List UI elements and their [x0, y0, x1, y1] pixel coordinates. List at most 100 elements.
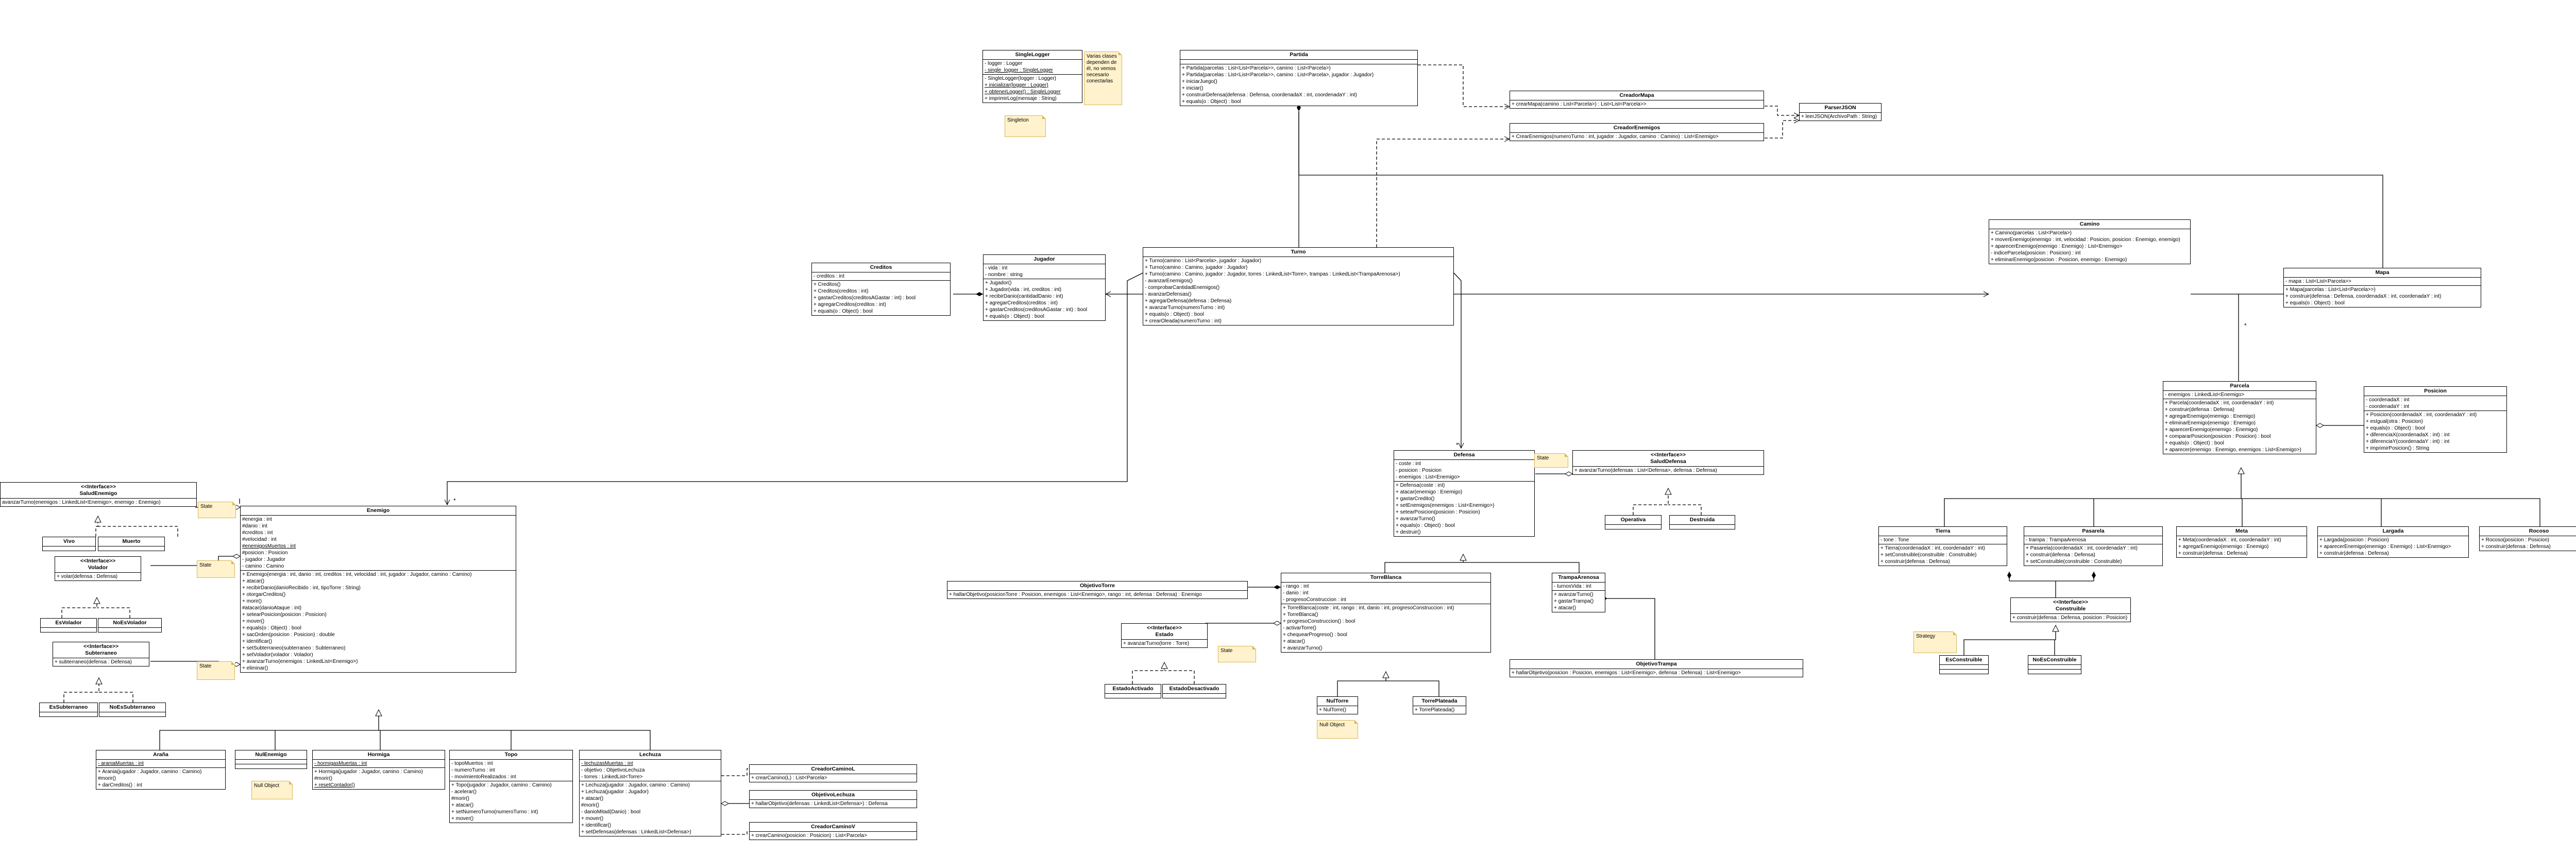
- method: + hallarObjetivo(defensas : LinkedList<D…: [751, 801, 888, 807]
- stereotype: <<Interface>>: [2053, 599, 2089, 605]
- class-destruida: Destruida: [1669, 515, 1735, 529]
- name: Estado: [1155, 631, 1174, 638]
- class-defensa: Defensa - coste : int - posicion : Posic…: [1394, 450, 1535, 537]
- class-name: EsSubterraneo: [40, 703, 97, 712]
- class-creadorcaminol: CreadorCaminoL + crearCamino(L) : List<P…: [749, 764, 917, 782]
- class-enemigo: Enemigo #energia : int #danio : int #cre…: [240, 506, 516, 673]
- method: + Meta(coordenadaX : int, coordenadaY : …: [2178, 537, 2281, 543]
- attributes: - coordenadaX : int - coordenadaY : int: [2364, 396, 2506, 411]
- method: + agregarEnemigo(enemigo : Enemigo): [2178, 544, 2269, 550]
- method: + inicializar(logger : Logger): [985, 82, 1048, 88]
- methods: [1670, 525, 1735, 529]
- class-name: Enemigo: [241, 506, 516, 516]
- method: + construir(defensa : Defensa, coordenad…: [2285, 294, 2442, 299]
- methods: + Posicion(coordenadaX : int, coordenada…: [2364, 411, 2506, 452]
- class-name: Araña: [96, 750, 225, 760]
- method: + construirDefensa(defensa : Defensa, co…: [1182, 92, 1357, 98]
- method: + subterraneo(defensa : Defensa): [55, 659, 132, 665]
- class-mapa: Mapa - mapa : List<List<Parcela>> + Mapa…: [2283, 268, 2481, 307]
- class-name: TorrePlateada: [1413, 697, 1466, 706]
- class-largada: Largada + Largada(posicion : Posicion) +…: [2317, 526, 2469, 558]
- note-state-saluddefensa: State: [1534, 453, 1568, 468]
- class-name: <<Interface>> SaludDefensa: [1573, 451, 1764, 467]
- class-estado: <<Interface>> Estado + avanzarTurno(torr…: [1121, 623, 1208, 648]
- method: + setDefensas(defensas : LinkedList<Defe…: [581, 829, 691, 835]
- method: + eliminarEnemigo(enemigo : Enemigo): [2165, 420, 2256, 426]
- method: + eliminar(): [242, 665, 268, 671]
- method: - acelerar(): [451, 789, 477, 795]
- method: + gastarTrampa(): [1554, 598, 1594, 604]
- note-singleton: Singleton: [1005, 115, 1046, 137]
- method: + iniciar(): [1182, 86, 1204, 91]
- method: - avanzarDefensas(): [1145, 292, 1192, 297]
- stereotype: <<Interface>>: [80, 484, 116, 490]
- method: + volar(defensa : Defensa): [57, 574, 118, 579]
- class-posicion: Posicion - coordenadaX : int - coordenad…: [2364, 386, 2507, 453]
- method: + setVolador(volador : Volador): [242, 652, 313, 658]
- method: + hallarObjetivo(posicion : Posicion, en…: [1512, 670, 1741, 676]
- method: + Arania(jugador : Jugador, camino : Cam…: [98, 769, 202, 775]
- method: + construir(defensa : Defensa): [1880, 559, 1950, 565]
- class-name: Pasarela: [2024, 527, 2162, 536]
- attribute: #posicion : Posicion: [242, 550, 288, 556]
- method: + avanzarTurno(): [1396, 516, 1435, 522]
- methods: + Lechuza(jugador : Jugador, camino : Ca…: [580, 781, 721, 836]
- class-name: CreadorCaminoL: [750, 765, 917, 774]
- class-name: Turno: [1143, 248, 1453, 257]
- class-objetivotorre: ObjetivoTorre + hallarObjetivo(posicionT…: [947, 581, 1248, 599]
- methods: + Pasarela(coordenadaX : int, coordenada…: [2024, 544, 2162, 566]
- method: + mover(): [242, 619, 265, 624]
- methods: + Meta(coordenadaX : int, coordenadaY : …: [2177, 536, 2307, 557]
- class-noesconstruible: NoEsConstruible: [2028, 655, 2081, 674]
- methods: + Arania(jugador : Jugador, camino : Cam…: [96, 768, 225, 789]
- class-name: Muerto: [98, 537, 164, 546]
- methods: [1605, 525, 1661, 529]
- attribute: - creditos : int: [814, 273, 845, 279]
- attribute: - logger : Logger: [985, 61, 1023, 66]
- class-nultorre: NulTorre + NulTorre(): [1317, 696, 1358, 714]
- class-operativa: Operativa: [1605, 515, 1662, 529]
- class-parserjson: ParserJSON + leerJSON(ArchivoPath : Stri…: [1799, 103, 1882, 121]
- class-name: Partida: [1180, 50, 1417, 60]
- method: + agregarCreditos(creditos : int): [814, 302, 886, 307]
- method: + Posicion(coordenadaX : int, coordenada…: [2366, 412, 2477, 418]
- attribute: - lechuzasMuertas : int: [581, 761, 633, 766]
- class-name: Creditos: [812, 263, 950, 272]
- method: + Partida(parcelas : List<List<Parcela>>…: [1182, 65, 1331, 71]
- class-turno: Turno + Turno(camino : List<Parcela>, ju…: [1143, 247, 1454, 326]
- edge-nultorre-torreblanca: [1337, 672, 1386, 696]
- method: + NulTorre(): [1319, 707, 1347, 713]
- note-state-saludenemigo: State: [198, 502, 236, 518]
- class-name: Largada: [2318, 527, 2468, 536]
- class-name: Defensa: [1394, 451, 1534, 460]
- class-name: CreadorEnemigos: [1510, 124, 1764, 133]
- method: + setSubterraneo(subterraneo : Subterran…: [242, 645, 346, 651]
- method: + esIgual(otra : Posicion): [2366, 419, 2423, 424]
- edge-vivo-saludenemigo: [96, 516, 98, 537]
- class-name: Rocoso: [2480, 527, 2576, 536]
- note-state-subterraneo: State: [197, 661, 235, 680]
- stereotype: <<Interface>>: [80, 558, 116, 564]
- method: + aparecerEnemigo(enemigo : Enemigo) : L…: [2319, 544, 2451, 550]
- attribute: #velocidad : int: [242, 537, 277, 542]
- note-strategy: Strategy: [1913, 631, 1957, 653]
- edge-creadorenemigos-parser: [1765, 121, 1799, 139]
- method: + Pasarela(coordenadaX : int, coordenada…: [2026, 545, 2138, 551]
- method: + equals(o : Object) : bool: [2366, 425, 2425, 431]
- method: + TorreBlanca(coste : int, rango : int, …: [1283, 605, 1454, 611]
- class-parcela: Parcela - enemigos : LinkedList<Enemigo>…: [2163, 381, 2316, 454]
- method: + agregarEnemigo(enemigo : Enemigo): [2165, 414, 2256, 419]
- method: + sacOrden(posicion : Posicion) : double: [242, 632, 335, 638]
- class-name: CreadorCaminoV: [750, 823, 917, 832]
- methods: + avanzarTurno() + gastarTrampa() + atac…: [1552, 591, 1605, 612]
- methods: + Creditos() + Creditos(creditos : int) …: [812, 281, 950, 315]
- class-meta: Meta + Meta(coordenadaX : int, coordenad…: [2176, 526, 2307, 558]
- attribute: - araniaMuertas : int: [98, 761, 144, 766]
- methods: [40, 712, 97, 716]
- method: + morir(): [242, 598, 262, 604]
- stereotype: <<Interface>>: [1146, 625, 1182, 631]
- methods: + crearMapa(camino : List<Parcela>) : Li…: [1510, 100, 1764, 108]
- class-name: Lechuza: [580, 750, 721, 760]
- attributes: [2028, 665, 2081, 670]
